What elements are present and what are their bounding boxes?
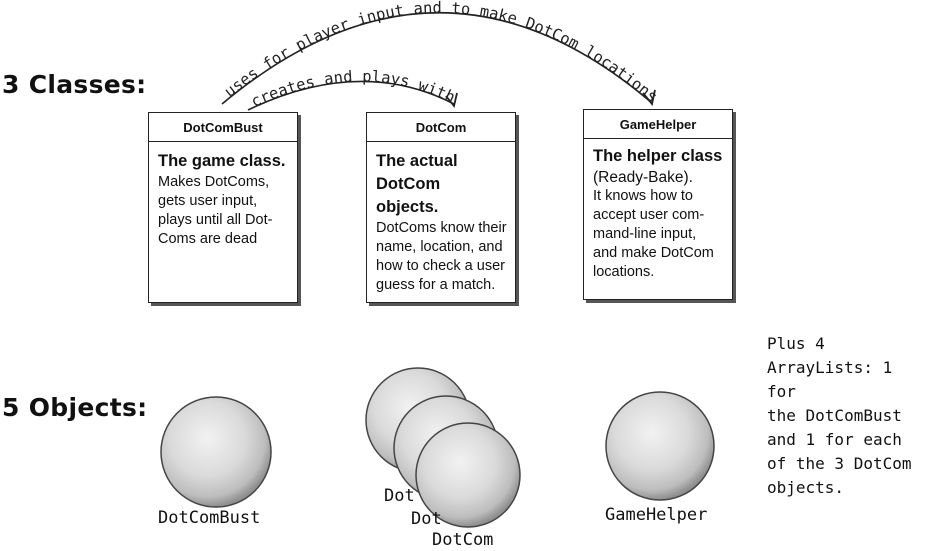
class-text-line: Coms are dead	[158, 231, 258, 247]
arrow-creates-and-plays	[247, 80, 455, 111]
class-box-gamehelper: GameHelper The helper class (Ready-Bake)…	[583, 109, 733, 300]
class-text-line: (Ready-Bake).	[593, 169, 693, 186]
class-text-line: name, location, and	[376, 239, 503, 255]
object-label-dotcom-3: DotCom	[432, 530, 494, 550]
class-text-line: locations.	[593, 264, 655, 280]
note-line: and 1 for each	[767, 430, 902, 449]
object-dotcombust-sphere	[160, 396, 272, 508]
object-dotcom-sphere-3	[415, 422, 521, 528]
class-text-line: plays until all Dot-	[158, 212, 273, 228]
class-box-dotcom: DotCom The actual DotCom objects. DotCom…	[366, 112, 516, 303]
objects-heading: 5 Objects:	[2, 393, 148, 422]
class-text-line: and make DotCom	[593, 245, 714, 261]
object-gamehelper-sphere	[605, 391, 715, 501]
class-title-dotcombust: DotComBust	[149, 113, 297, 142]
object-label-dotcom-2: DotCom	[411, 509, 443, 529]
class-text-line: Makes DotComs,	[158, 174, 270, 190]
note-line: the DotComBust	[767, 406, 902, 425]
class-text-line: It knows how to	[593, 188, 693, 204]
object-label-dotcom-1: DotCom	[384, 486, 416, 506]
class-heading-dotcombust: The game class.	[158, 152, 286, 170]
class-text-line: gets user input,	[158, 193, 258, 209]
class-box-dotcombust: DotComBust The game class. Makes DotComs…	[148, 112, 298, 303]
object-label-gamehelper: GameHelper	[605, 505, 708, 525]
class-text-line: mand-line input,	[593, 226, 697, 242]
note-line: of the 3 DotCom	[767, 454, 912, 473]
class-heading-dotcom: The actual DotCom objects.	[376, 152, 458, 216]
arrow-head-gamehelper	[642, 89, 656, 107]
arrow-uses-for-input	[221, 12, 653, 105]
class-title-gamehelper: GameHelper	[584, 110, 732, 139]
class-text-line: accept user com-	[593, 207, 705, 223]
class-text-line: guess for a match.	[376, 277, 496, 293]
classes-heading: 3 Classes:	[2, 70, 147, 99]
arrow-head-dotcom	[445, 92, 458, 109]
note-line: Plus 4	[767, 334, 825, 353]
arraylist-note: Plus 4 ArrayLists: 1 for the DotComBust …	[767, 332, 927, 500]
class-text-line: how to check a user	[376, 258, 505, 274]
class-text-line: DotComs know their	[376, 220, 507, 236]
class-heading-gamehelper: The helper class	[593, 147, 723, 165]
class-title-dotcom: DotCom	[367, 113, 515, 142]
note-line: objects.	[767, 478, 845, 497]
arrow-label-inner: creates and plays with	[248, 67, 458, 110]
object-label-dotcombust: DotComBust	[158, 508, 261, 528]
note-line: ArrayLists: 1 for	[767, 358, 893, 401]
